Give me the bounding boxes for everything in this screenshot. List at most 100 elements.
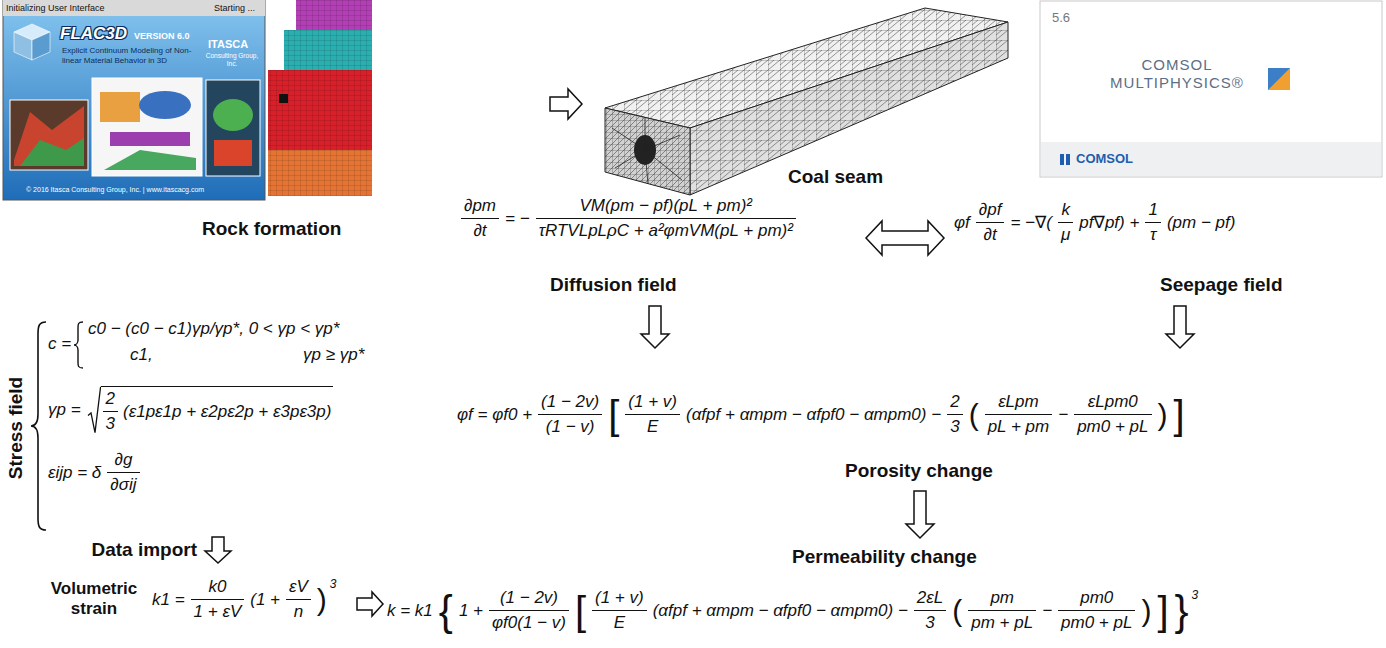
splash-text: © 2016 Itasca Consulting Group, Inc. | w…	[26, 186, 204, 194]
text-row: k1 = k01 + εV(1 + εVn)3	[152, 577, 337, 623]
text-row: c =	[48, 334, 71, 354]
fraction: 1τ	[1145, 200, 1160, 246]
numerator: 1	[1145, 200, 1160, 223]
text-row: k = k1{1 +(1 − 2v)φf0(1 − v)[(1 + v)E(αf…	[387, 588, 1198, 634]
text-row: Volumetric strain	[44, 579, 144, 620]
denominator: ∂t	[976, 223, 1005, 245]
node-label: Stress field	[5, 377, 28, 479]
equation-block: φf = φf0 +(1 − 2v)(1 − v)[(1 + v)E(αfpf …	[455, 352, 1383, 487]
splash-text: ITASCA	[208, 38, 248, 51]
equation-term: c =	[48, 334, 71, 354]
splash-text: Explicit Continuum Modeling of Non-linea…	[62, 46, 202, 65]
fraction: ∂pm∂t	[461, 196, 499, 242]
node-label: Volumetric strain	[44, 579, 144, 620]
text-row: γp ≥ γp*	[303, 345, 364, 365]
delimiter: )	[1158, 400, 1168, 430]
radical-sign	[87, 386, 101, 435]
fraction: ∂pf∂t	[976, 200, 1005, 246]
denominator: (1 − v)	[538, 415, 602, 437]
hollow-arrow	[1166, 306, 1194, 348]
numerator: pm0	[1058, 588, 1135, 611]
numerator: εV	[286, 577, 311, 600]
edge-label: Data import	[91, 539, 197, 562]
thumbnail-shape	[213, 99, 253, 131]
text-row: φf = φf0 +(1 − 2v)(1 − v)[(1 + v)E(αfpf …	[457, 392, 1185, 438]
comsol-splash	[1040, 1, 1382, 177]
exponent: 3	[1192, 588, 1199, 602]
rock-layers	[268, 0, 372, 196]
hollow-arrow	[550, 89, 582, 119]
text-row: Coal seam	[788, 166, 883, 189]
fraction: pm0pm0 + pL	[1058, 588, 1135, 634]
denominator: E	[625, 415, 680, 437]
equation-block: Permeability changek = k1{1 +(1 − 2v)φf0…	[385, 542, 1383, 646]
title-bar	[3, 0, 265, 16]
denominator: ∂t	[461, 219, 499, 241]
node-label: Porosity change	[845, 460, 993, 483]
delimiter: )	[317, 585, 327, 615]
fraction: 23	[947, 392, 962, 438]
splash-footer	[1041, 142, 1381, 176]
rock-layer	[268, 150, 372, 196]
text-row: Diffusion field	[550, 274, 677, 297]
fraction: VM(pm − pf)(pL + pm)²τRTVLpLρC + a²φmVM(…	[536, 196, 796, 242]
splash-text: Consulting Group, Inc.	[204, 52, 260, 68]
equation-term: k = k1	[387, 601, 433, 621]
denominator: pm + pL	[968, 611, 1036, 633]
rock-grid	[296, 0, 372, 30]
fraction: 2εL3	[914, 588, 946, 634]
denominator: 3	[947, 415, 962, 437]
equation-term: −	[1058, 405, 1068, 425]
text-row: c1,	[130, 345, 153, 365]
numerator: pm	[968, 588, 1036, 611]
splash-text: COMSOL	[1076, 151, 1133, 167]
denominator: pm0 + pL	[1074, 415, 1151, 437]
delimiter: ]	[1157, 591, 1168, 631]
text-row: Stress field	[5, 377, 28, 479]
numerator: εLpm	[985, 392, 1053, 415]
delimiter: [	[575, 591, 586, 631]
fraction: kμ	[1058, 200, 1073, 246]
text-row: γp =23(ε1pε1p + ε2pε2p + ε3pε3p)	[48, 386, 333, 435]
hollow-arrow	[357, 592, 383, 616]
mesh-lines	[612, 118, 682, 184]
mesh-face	[605, 8, 1008, 128]
rock-grid	[268, 70, 372, 196]
exponent: 3	[330, 577, 337, 591]
splash-background	[3, 0, 265, 200]
numerator: (1 − 2v)	[489, 588, 569, 611]
fraction: (1 + v)E	[625, 392, 680, 438]
rock-layer	[296, 0, 372, 30]
thumbnail	[206, 80, 260, 176]
fraction: pmpm + pL	[968, 588, 1036, 634]
equation-term: = −∇(	[1010, 213, 1052, 233]
text-row: Seepage field	[1160, 274, 1283, 297]
numerator: (1 − 2v)	[538, 392, 602, 415]
fraction: k01 + εV	[191, 577, 245, 623]
radicand: 23(ε1pε1p + ε2pε2p + ε3pε3p)	[101, 386, 334, 435]
delimiter: {	[439, 590, 453, 632]
curly-brace	[31, 322, 46, 530]
hollow-arrow	[205, 537, 231, 563]
splash-text: VERSION 6.0	[134, 31, 190, 42]
text-row: Rock formation	[202, 218, 341, 241]
equation-term: φf	[954, 213, 970, 233]
node-label: Seepage field	[1160, 274, 1283, 297]
denominator: 3	[914, 611, 946, 633]
equation-term: k1 =	[152, 590, 185, 610]
thumbnail-shape	[214, 140, 252, 166]
mesh-lines	[605, 8, 1008, 128]
text-row: c0 − (c0 − c1)γp/γp*, 0 < γp < γp*	[88, 319, 339, 339]
square-root: 23(ε1pε1p + ε2pε2p + ε3pε3p)	[87, 386, 334, 435]
equation-term: (ε1pε1p + ε2pε2p + ε3pε3p)	[123, 402, 331, 422]
equation-term: εijp = δ	[48, 463, 101, 483]
numerator: VM(pm − pf)(pL + pm)²	[536, 196, 796, 219]
fraction: (1 − 2v)(1 − v)	[538, 392, 602, 438]
thumbnail-shape	[104, 150, 196, 170]
equation-block: Stress field c = c0 − (c0 − c1)γp/γp*, 0 <…	[3, 318, 438, 533]
fraction: εVn	[286, 577, 311, 623]
equation-block: φf∂pf∂t= −∇(kμpf∇pf) +1τ(pm − pf)Seepage…	[948, 190, 1383, 302]
equation-term: (1 +	[250, 590, 280, 610]
rock-layer	[284, 30, 372, 70]
cube-icon	[14, 32, 32, 60]
